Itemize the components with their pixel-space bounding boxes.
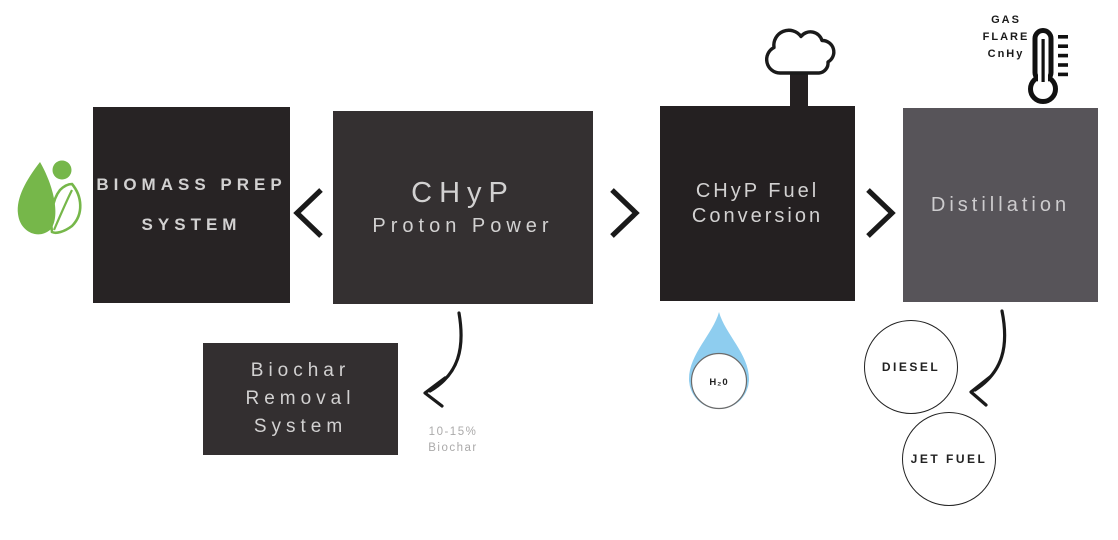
biomass-prep-line2: SYSTEM xyxy=(141,215,242,234)
biochar-line2: Removal xyxy=(245,388,356,409)
chevron-right-icon xyxy=(610,188,640,238)
jet-fuel-circle: JET FUEL xyxy=(902,412,996,506)
jet-fuel-label: JET FUEL xyxy=(910,452,988,466)
gas-flare-label: GAS FLARE CnHy xyxy=(980,12,1032,63)
diesel-circle: DIESEL xyxy=(864,320,958,414)
biochar-yield-line1: 10-15% xyxy=(428,426,478,438)
biochar-yield-line2: Biochar xyxy=(428,442,478,454)
chimney xyxy=(790,68,808,110)
chyp-title: CHyP xyxy=(411,176,515,209)
box-chyp-proton-power: CHyP Proton Power xyxy=(333,111,593,304)
diesel-label: DIESEL xyxy=(881,360,941,374)
curved-arrow-icon xyxy=(969,309,1007,407)
chevron-left-icon xyxy=(293,188,323,238)
leaf-icon xyxy=(17,160,82,235)
distillation-label: Distillation xyxy=(930,193,1071,216)
cloud-icon xyxy=(764,28,836,75)
gas-flare-line1: GAS xyxy=(991,14,1021,26)
biomass-prep-line1: BIOMASS PREP xyxy=(96,175,287,194)
box-biochar-removal: Biochar Removal System xyxy=(203,343,398,455)
biochar-line1: Biochar xyxy=(250,360,351,381)
thermometer-icon xyxy=(1028,28,1068,104)
fuel-conversion-line1: CHyP Fuel xyxy=(695,179,820,202)
gas-flare-line2: FLARE xyxy=(982,31,1030,43)
gas-flare-line3: CnHy xyxy=(987,48,1025,60)
chevron-right-icon xyxy=(866,188,896,238)
box-chyp-fuel-conversion: CHyP Fuel Conversion xyxy=(660,106,855,301)
fuel-conversion-line2: Conversion xyxy=(691,204,824,227)
water-droplet-icon: H₂0 xyxy=(689,312,749,410)
box-biomass-prep: BIOMASS PREP SYSTEM xyxy=(93,107,290,303)
biochar-line3: System xyxy=(253,416,348,437)
water-label: H₂0 xyxy=(709,377,728,388)
curved-arrow-icon xyxy=(423,311,463,408)
chyp-subtitle: Proton Power xyxy=(372,214,554,237)
box-distillation: Distillation xyxy=(903,108,1098,302)
biochar-yield-note: 10-15% Biochar xyxy=(422,424,484,456)
